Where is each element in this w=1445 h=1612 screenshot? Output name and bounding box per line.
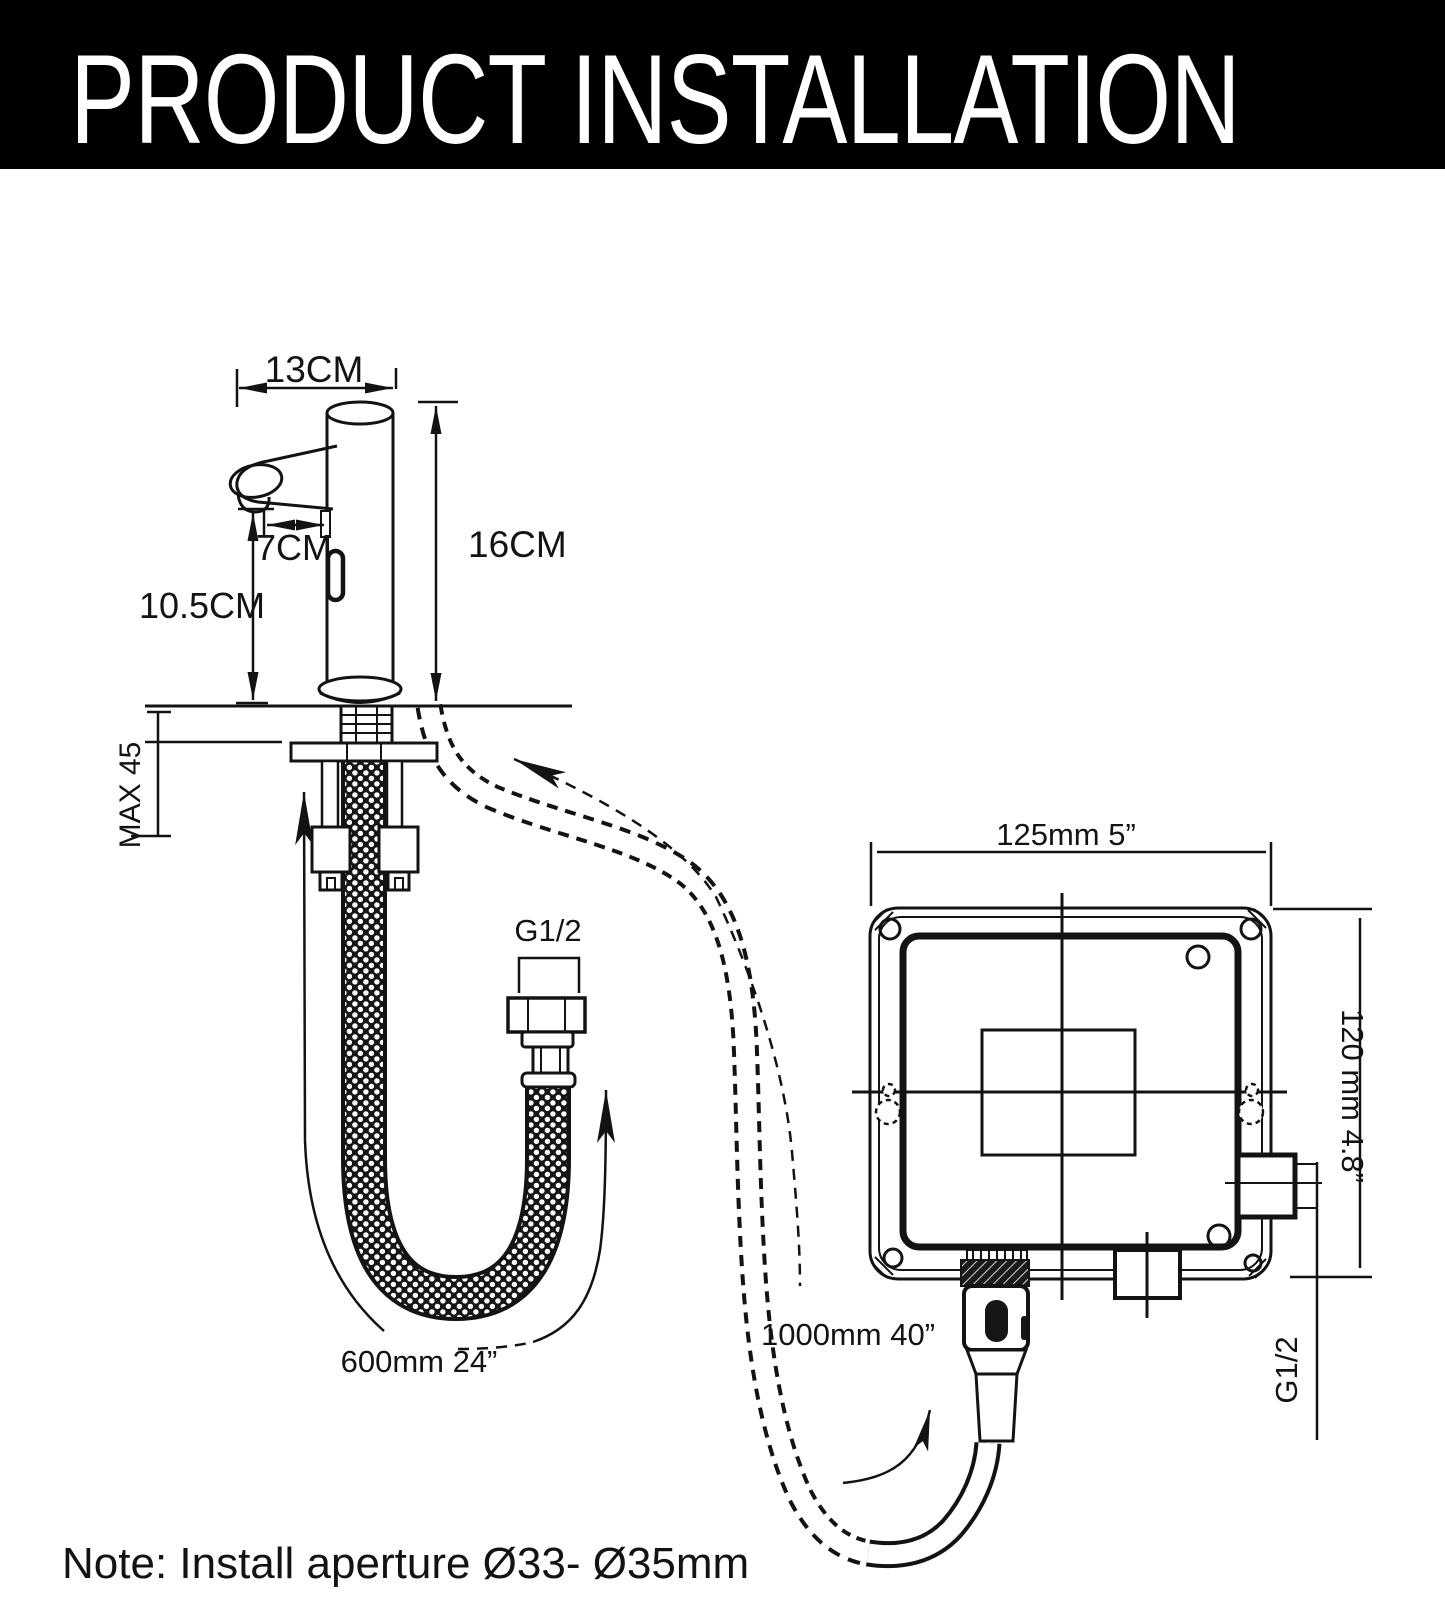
screw xyxy=(1243,1253,1263,1273)
knurled-ring xyxy=(960,1259,1030,1287)
outlet-pipe xyxy=(1294,1163,1318,1209)
faucet-base-foot xyxy=(319,691,401,704)
sensor-cable xyxy=(415,703,1002,1569)
faucet-spout xyxy=(235,444,338,511)
mounting-bracket xyxy=(289,741,439,763)
faucet-top-cap xyxy=(325,400,395,426)
dimension-10-5cm: 10.5CM xyxy=(139,507,274,705)
mounting-rod-right xyxy=(385,759,404,829)
dimension-13cm: 13CM xyxy=(235,349,398,407)
hose-route-arrow-left xyxy=(295,791,385,1332)
box-right-outlet xyxy=(1225,1152,1322,1220)
sensor-cable-solid-fill xyxy=(866,1442,998,1565)
dim-max45-label: MAX 45 xyxy=(114,742,147,849)
flow-arrows xyxy=(295,757,932,1485)
nut-collar xyxy=(520,1030,575,1049)
box-bottom-outlet xyxy=(1113,1232,1182,1318)
dimension-120mm: 120 mm 4.8” xyxy=(1273,907,1372,1279)
dim-7cm-label: 7CM xyxy=(256,527,332,568)
screw xyxy=(1239,917,1263,941)
dimension-g12-right: G1/2 xyxy=(1269,1162,1319,1440)
header-banner: PRODUCT INSTALLATION xyxy=(0,0,1445,170)
cable-route-arrow-to-faucet xyxy=(513,757,802,1287)
dim-16cm-label: 16CM xyxy=(468,524,567,565)
supply-hose-connector: G1/2 xyxy=(506,913,587,1089)
cable-route-arrow-to-box xyxy=(842,1409,932,1485)
screw xyxy=(878,917,902,941)
spout-end-cap xyxy=(228,463,284,499)
nut-foot-right xyxy=(386,870,411,892)
g12-left-bracket xyxy=(517,956,581,993)
sensor-cable-dashed-outline xyxy=(415,703,871,1567)
screw xyxy=(882,1247,904,1269)
dimension-7cm: 7CM xyxy=(256,509,332,568)
page-title: PRODUCT INSTALLATION xyxy=(70,28,1240,170)
nut-slot-left xyxy=(326,877,336,891)
connector-stem xyxy=(974,1372,1019,1443)
connector-taper xyxy=(964,1348,1029,1376)
dim-10-5cm-label: 10.5CM xyxy=(139,585,265,626)
mounting-nut-left xyxy=(310,825,352,874)
connector-side-tick xyxy=(1021,1316,1028,1340)
box-cable-connector xyxy=(960,1249,1030,1443)
nut-foot-left xyxy=(318,870,344,892)
mounting-keyhole-left xyxy=(874,1082,902,1126)
dim-125mm-label: 125mm 5” xyxy=(996,817,1136,852)
g12-left-label: G1/2 xyxy=(514,913,581,948)
hose-route-arrow-bottom xyxy=(457,1340,534,1351)
connector-neck xyxy=(531,1045,570,1075)
supply-hose-length-label: 600mm 24” xyxy=(341,1344,498,1379)
sensor-cable-length-label: 1000mm 40” xyxy=(761,1317,935,1352)
panel-screw xyxy=(1185,944,1211,970)
hose-ferrule xyxy=(520,1071,577,1089)
faucet xyxy=(228,400,403,704)
control-box xyxy=(852,893,1322,1318)
hex-nut xyxy=(506,996,587,1034)
note-text: Note: Install aperture Ø33- Ø35mm xyxy=(62,1539,749,1588)
dimension-max45: MAX 45 xyxy=(114,710,282,849)
sensor-cable-dashed-fill xyxy=(419,704,871,1563)
panel-screw xyxy=(1206,1223,1232,1249)
aerator xyxy=(236,493,271,514)
connector-slot xyxy=(985,1300,1008,1342)
faucet-mounting xyxy=(289,704,439,892)
mounting-rod-left xyxy=(320,759,340,829)
sensor-window xyxy=(325,548,346,603)
dimension-16cm: 16CM xyxy=(418,400,567,701)
mounting-nut-right xyxy=(377,825,420,874)
mounting-keyhole-right xyxy=(1237,1082,1265,1126)
dim-120mm-label: 120 mm 4.8” xyxy=(1335,1009,1370,1183)
g12-right-label: G1/2 xyxy=(1269,1336,1304,1403)
dim-13cm-label: 13CM xyxy=(265,349,364,390)
outlet-fitting xyxy=(1235,1152,1298,1220)
supply-hose-braid xyxy=(345,762,567,1318)
supply-hose xyxy=(341,762,571,1322)
hose-route-arrow-right xyxy=(532,1089,615,1344)
thread-band-hatch xyxy=(972,1250,1022,1260)
nut-slot-right xyxy=(394,877,404,891)
header-background xyxy=(0,0,1445,169)
dimension-125mm: 125mm 5” xyxy=(869,817,1273,906)
